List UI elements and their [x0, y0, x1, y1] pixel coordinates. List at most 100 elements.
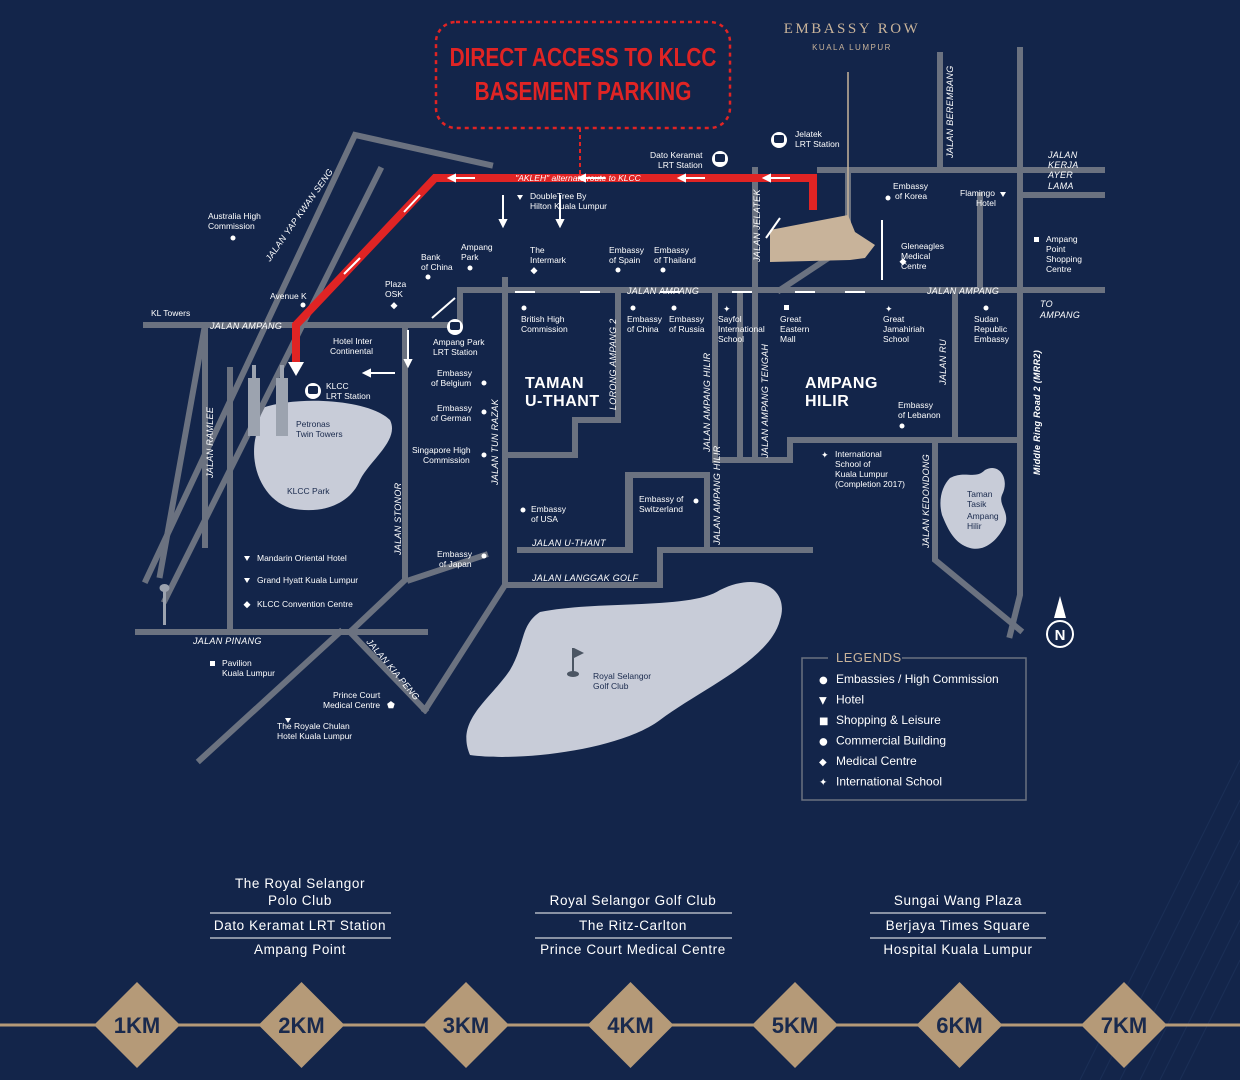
legend-item-label: Commercial Building [836, 734, 946, 748]
golf-flag-icon [567, 648, 584, 677]
legend-items: ● Embassies / High Commission ▼ Hotel ■ Shopp… [819, 672, 999, 789]
place-taman-tasik-3: Ampang [967, 511, 999, 521]
place-australia-1: Australia High [208, 211, 261, 221]
road-network [135, 47, 1105, 765]
royal-selangor-golf-club-area [466, 581, 782, 757]
distance-text: Hospital Kuala Lumpur [883, 942, 1032, 957]
legend-title: LEGENDS [836, 650, 902, 665]
place-klcc-lrt-1: KLCC [326, 381, 349, 391]
road-mrr2: Middle Ring Road 2 (MRR2) [1032, 350, 1042, 475]
road-jalan-langgak-golf: JALAN LANGGAK GOLF [531, 573, 639, 583]
scale-diamond [1081, 982, 1167, 1068]
road-jalan-ampang-hilir: JALAN AMPANG HILIR [702, 352, 712, 453]
distance-group-2km: The Royal Selangor Polo Club Dato Kerama… [210, 876, 391, 957]
place-great-eastern-1: Great [780, 314, 802, 324]
place-emb-japan-2: of Japan [439, 559, 472, 569]
brand-sub: KUALA LUMPUR [812, 43, 892, 52]
legend: LEGENDS ● Embassies / High Commission ▼ Hot… [801, 650, 1027, 801]
direction-arrows [343, 173, 883, 378]
road-jalan-ampang-left: JALAN AMPANG [209, 321, 282, 331]
place-emb-china-2: of China [627, 324, 659, 334]
place-plaza-osk-2: OSK [385, 289, 403, 299]
place-taman-tasik-4: Hilir [967, 521, 982, 531]
road-kerja-ayer-lama-4: LAMA [1048, 181, 1074, 191]
legend-item-label: Shopping & Leisure [836, 713, 941, 727]
road-jalan-pinang: JALAN PINANG [192, 636, 262, 646]
place-great-jamahiriah-2: Jamahiriah [883, 324, 925, 334]
place-emb-china-1: Embassy [627, 314, 663, 324]
place-sudan-1: Sudan [974, 314, 999, 324]
place-prince-court-2: Medical Centre [323, 700, 380, 710]
place-pavilion-2: Kuala Lumpur [222, 668, 275, 678]
place-ampang-point-3: Shopping [1046, 254, 1082, 264]
distance-text: Polo Club [268, 893, 332, 908]
scale-diamond [752, 982, 838, 1068]
legend-symbol-icon: ■ [819, 716, 828, 727]
distance-text: Berjaya Times Square [886, 918, 1031, 933]
road-jalan-ru: JALAN RU [938, 339, 948, 386]
place-emb-thailand-1: Embassy [654, 245, 690, 255]
route-label: "AKLEH" alternate route to KLCC [515, 173, 641, 183]
legend-item-label: Embassies / High Commission [836, 672, 999, 686]
place-intl-school-4: (Completion 2017) [835, 479, 905, 489]
road-jalan-ramlee: JALAN RAMLEE [205, 406, 215, 479]
place-sudan-3: Embassy [974, 334, 1010, 344]
legend-item-label: Hotel [836, 693, 864, 707]
place-prince-court-1: Prince Court [333, 690, 381, 700]
place-singapore-2: Commission [423, 455, 470, 465]
place-ampang-point-4: Centre [1046, 264, 1072, 274]
area-ampang-hilir-1: AMPANG [805, 375, 878, 392]
distance-group-4km: Royal Selangor Golf Club The Ritz-Carlto… [535, 893, 732, 957]
place-great-jamahiriah-3: School [883, 334, 909, 344]
jelatek-lrt-icon [771, 132, 787, 148]
area-taman-u-thant-2: U-THANT [525, 393, 600, 410]
place-british-2: Commission [521, 324, 568, 334]
place-klcc-park: KLCC Park [287, 486, 330, 496]
route-arrow-head [288, 362, 304, 376]
ampang-park-lrt-icon [447, 319, 463, 335]
distance-text: Dato Keramat LRT Station [214, 918, 386, 933]
place-emb-belgium-1: Embassy [437, 368, 473, 378]
place-emb-spain-1: Embassy [609, 245, 645, 255]
place-taman-tasik-2: Tasik [967, 499, 987, 509]
place-emb-russia-2: of Russia [669, 324, 705, 334]
scale-label: 4KM [607, 1013, 653, 1038]
place-emb-german-1: Embassy [437, 403, 473, 413]
place-taman-tasik-1: Taman [967, 489, 993, 499]
place-singapore-1: Singapore High [412, 445, 471, 455]
compass-icon: N [1046, 596, 1074, 648]
road-jalan-u-thant: JALAN U-THANT [531, 538, 607, 548]
place-great-eastern-3: Mall [780, 334, 796, 344]
legend-item-label: Medical Centre [836, 754, 917, 768]
callout-line-1: DIRECT ACCESS TO KLCC [450, 43, 717, 72]
road-kerja-ayer-lama-2: KERJA [1048, 160, 1079, 170]
place-flamingo-2: Hotel [976, 198, 996, 208]
area-taman-u-thant-1: TAMAN [525, 375, 584, 392]
place-emb-switzerland-2: Switzerland [639, 504, 683, 514]
road-to-ampang-1: TO [1040, 299, 1053, 309]
place-royal-selangor-golf-2: Golf Club [593, 681, 629, 691]
place-labels: Australia High Commission KL Towers Aven… [151, 129, 1082, 741]
scale-label: 7KM [1101, 1013, 1147, 1038]
scale-label: 2KM [278, 1013, 324, 1038]
compass-label: N [1055, 627, 1066, 644]
place-british-1: British High [521, 314, 565, 324]
legend-symbol-icon: ● [819, 675, 828, 686]
place-jelatek-lrt-2: LRT Station [795, 139, 840, 149]
place-gleneagles-3: Centre [901, 261, 927, 271]
scale-diamond [916, 982, 1003, 1068]
scale-diamond [94, 982, 180, 1068]
callout-line-2: BASEMENT PARKING [475, 77, 692, 106]
svg-text:⬟: ⬟ [387, 700, 395, 710]
legend-symbol-icon: ▼ [819, 696, 827, 707]
scale-label: 1KM [114, 1013, 160, 1038]
place-emb-belgium-2: of Belgium [431, 378, 471, 388]
place-petronas-1: Petronas [296, 419, 330, 429]
legend-symbol-icon: ◆ [819, 757, 827, 768]
road-jalan-berembang: JALAN BEREMBANG [945, 65, 955, 159]
place-petronas-2: Twin Towers [296, 429, 343, 439]
place-sayfol-3: School [718, 334, 744, 344]
place-emb-switzerland-1: Embassy of [639, 494, 684, 504]
place-ampang-point-1: Ampang [1046, 234, 1078, 244]
place-emb-korea-1: Embassy [893, 181, 929, 191]
